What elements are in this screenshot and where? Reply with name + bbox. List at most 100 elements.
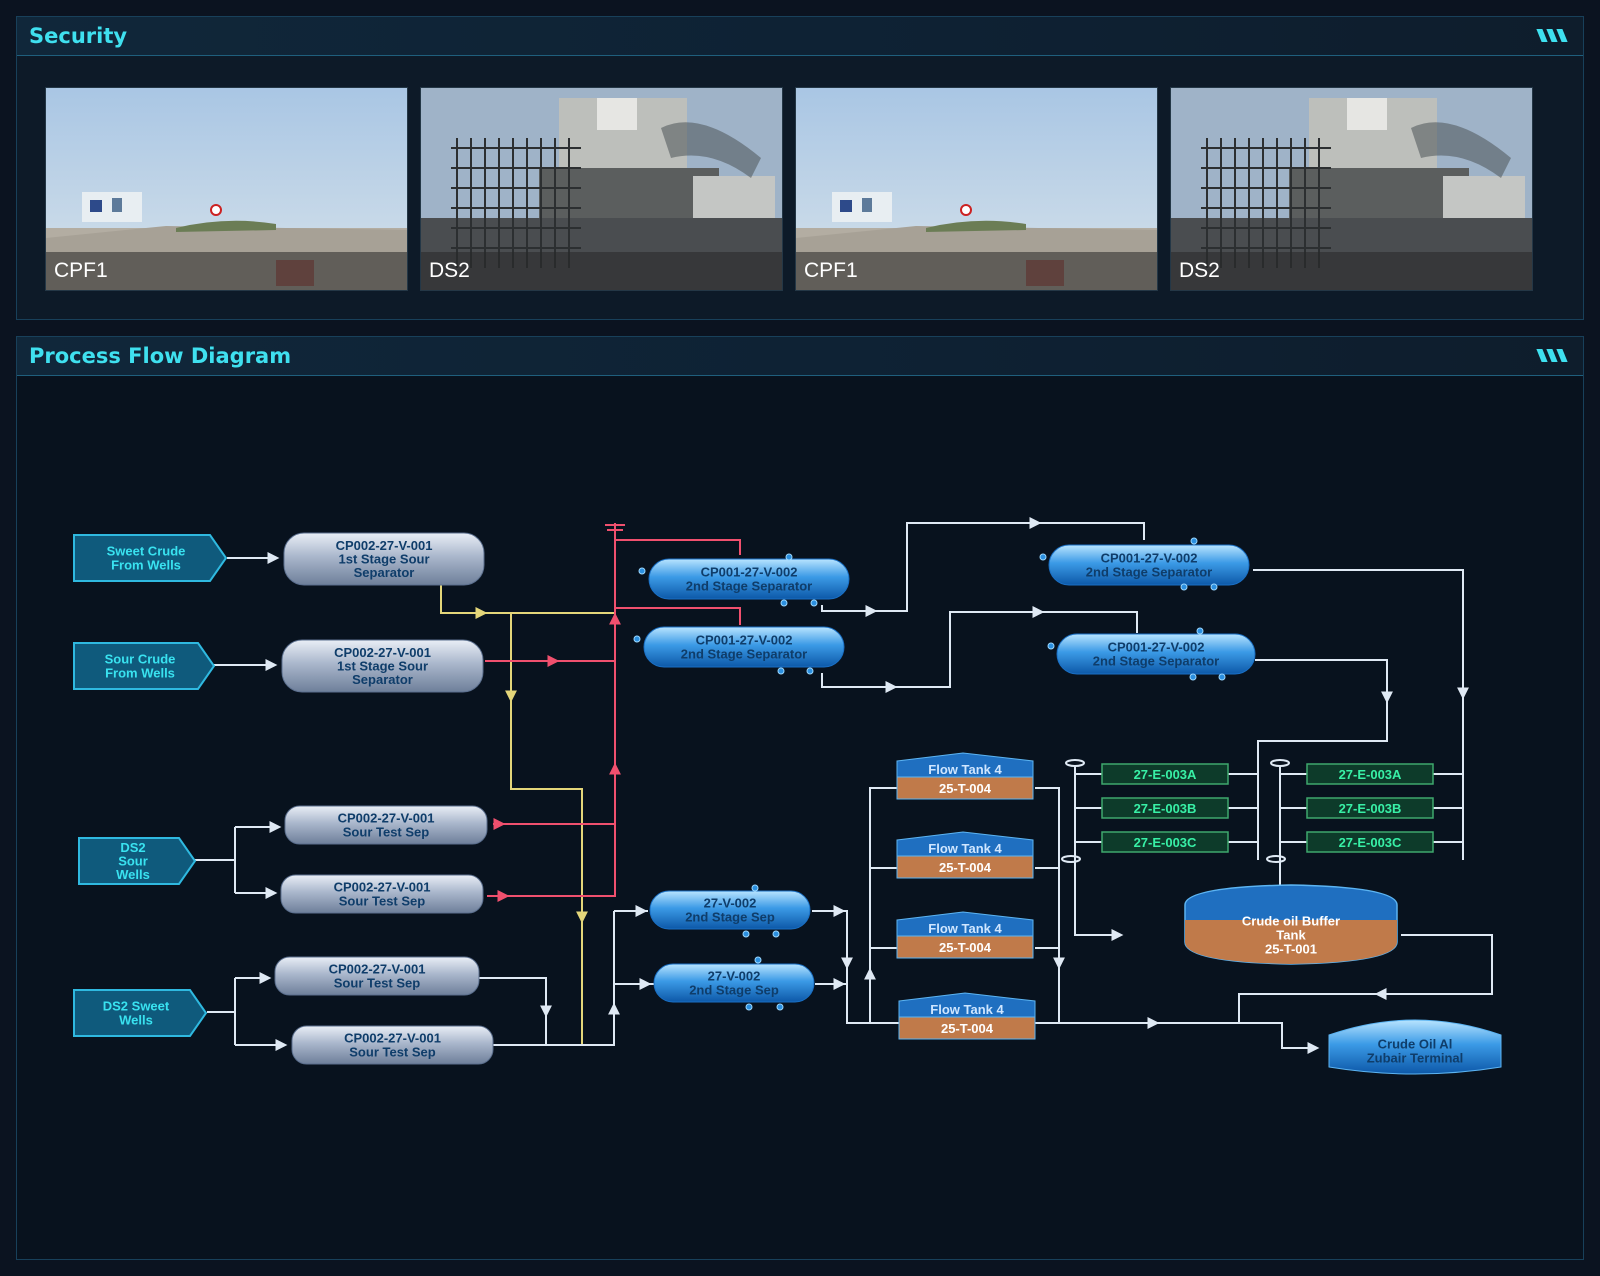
pipe-line xyxy=(1255,659,1388,860)
sour-test-sep-3-label: Sour Test Sep xyxy=(334,975,421,990)
panel-menu-icon[interactable] xyxy=(1536,349,1569,363)
source-ds2-sweet[interactable] xyxy=(73,989,208,1037)
source-ds2-sour-label: DS2 xyxy=(120,840,145,855)
security-panel-header: Security xyxy=(17,17,1583,56)
sour-test-sep-2[interactable] xyxy=(280,874,484,914)
second-stage-separator-1[interactable] xyxy=(648,558,850,600)
source-ds2-sour-label: Sour xyxy=(118,854,148,869)
second-stage-separator-4-label: CP001-27-V-002 xyxy=(1108,640,1205,655)
nozzle xyxy=(777,667,785,675)
camera-label: DS2 xyxy=(1179,259,1220,282)
sweet-crude-pipe xyxy=(440,585,614,614)
second-stage-separator-2[interactable] xyxy=(643,626,845,668)
source-ds2-sweet-label: DS2 Sweet xyxy=(103,999,170,1014)
nozzle xyxy=(1039,553,1047,561)
sour-test-sep-2-label: CP002-27-V-001 xyxy=(334,880,431,895)
sour-test-sep-1[interactable] xyxy=(284,805,488,845)
camera-feed-4[interactable]: DS2 xyxy=(1170,87,1533,291)
crude-oil-terminal[interactable] xyxy=(1328,1019,1502,1075)
process-panel-title: Process Flow Diagram xyxy=(29,344,292,368)
flow-tank-4-label: Flow Tank 4 xyxy=(930,1002,1004,1017)
camera-feed-3[interactable]: CPF1 xyxy=(795,87,1158,291)
pipe-line xyxy=(613,911,654,985)
exchanger-right-3[interactable] xyxy=(1306,831,1434,853)
source-sour-crude-label: Sour Crude xyxy=(105,652,176,667)
pipe-line xyxy=(1059,1022,1317,1049)
second-stage-sep-v002-1-label: 27-V-002 xyxy=(704,896,757,911)
first-stage-separator-2-label: 1st Stage Sour xyxy=(337,659,428,674)
exchanger-right-2[interactable] xyxy=(1306,797,1434,819)
source-sweet-crude[interactable] xyxy=(73,534,228,582)
camera-label-bar: DS2 xyxy=(1171,252,1532,290)
second-stage-separator-2-label: 2nd Stage Separator xyxy=(681,646,807,661)
source-sour-crude-label: From Wells xyxy=(105,665,175,680)
exchanger-left-3[interactable] xyxy=(1101,831,1229,853)
sour-test-sep-1-label: CP002-27-V-001 xyxy=(338,811,435,826)
pipe-line xyxy=(479,977,547,1045)
exchanger-left-3-label: 27-E-003C xyxy=(1134,835,1197,850)
flow-tank-2-base xyxy=(896,855,1034,879)
nozzle xyxy=(1210,583,1218,591)
first-stage-separator-1-label: CP002-27-V-001 xyxy=(336,538,433,553)
second-stage-separator-1-label: CP001-27-V-002 xyxy=(701,565,798,580)
panel-menu-icon[interactable] xyxy=(1536,29,1569,43)
flow-tank-1-label: Flow Tank 4 xyxy=(928,762,1002,777)
flow-tank-1[interactable] xyxy=(896,752,1034,778)
crude-oil-terminal-label: Crude Oil Al xyxy=(1378,1037,1453,1052)
camera-label-bar: DS2 xyxy=(421,252,782,290)
first-stage-separator-1-label: Separator xyxy=(354,565,415,580)
source-ds2-sour[interactable] xyxy=(78,837,197,885)
flow-tank-4-base xyxy=(898,1016,1036,1040)
flow-tank-3-label: Flow Tank 4 xyxy=(928,921,1002,936)
sour-test-sep-2-label: Sour Test Sep xyxy=(339,893,426,908)
second-stage-sep-v002-2[interactable] xyxy=(653,963,815,1003)
flow-tank-3[interactable] xyxy=(896,911,1034,937)
nozzle xyxy=(1190,537,1198,545)
nozzle xyxy=(1180,583,1188,591)
second-stage-separator-3-label: CP001-27-V-002 xyxy=(1101,551,1198,566)
flow-tank-4-label: 25-T-004 xyxy=(941,1021,994,1036)
nozzle xyxy=(785,553,793,561)
exchanger-head xyxy=(1061,855,1081,863)
sour-test-sep-3-label: CP002-27-V-001 xyxy=(329,962,426,977)
exchanger-left-1-label: 27-E-003A xyxy=(1134,767,1197,782)
camera-feed-2[interactable]: DS2 xyxy=(420,87,783,291)
source-sour-crude[interactable] xyxy=(73,642,216,690)
exchanger-left-1[interactable] xyxy=(1101,763,1229,785)
pipe-line xyxy=(1238,934,1493,1023)
flow-tank-1-base xyxy=(896,776,1034,800)
nozzle xyxy=(633,635,641,643)
flow-tank-3-label: 25-T-004 xyxy=(939,940,992,955)
first-stage-separator-1[interactable] xyxy=(283,532,485,586)
second-stage-separator-4-label: 2nd Stage Separator xyxy=(1093,653,1219,668)
pipe-line xyxy=(1253,569,1464,860)
nozzle xyxy=(810,599,818,607)
second-stage-separator-4[interactable] xyxy=(1056,633,1256,675)
nozzle xyxy=(1196,627,1204,635)
exchanger-right-1[interactable] xyxy=(1306,763,1434,785)
exchanger-left-2[interactable] xyxy=(1101,797,1229,819)
exchanger-right-1-label: 27-E-003A xyxy=(1339,767,1402,782)
nozzle xyxy=(1189,673,1197,681)
camera-feed-1[interactable]: CPF1 xyxy=(45,87,408,291)
exchanger-right-3-label: 27-E-003C xyxy=(1339,835,1402,850)
nozzle xyxy=(751,884,759,892)
pipe-line xyxy=(869,787,899,1023)
second-stage-separator-3[interactable] xyxy=(1048,544,1250,586)
source-ds2-sour-label: Wells xyxy=(116,867,150,882)
flow-tank-2[interactable] xyxy=(896,831,1034,857)
pipe-line xyxy=(821,611,1138,688)
flow-tank-4[interactable] xyxy=(898,992,1036,1018)
source-ds2-sweet-label: Wells xyxy=(119,1012,153,1027)
sour-test-sep-4[interactable] xyxy=(291,1025,494,1065)
first-stage-separator-1-label: 1st Stage Sour xyxy=(338,552,429,567)
sour-crude-pipe xyxy=(615,539,741,555)
first-stage-separator-2-label: CP002-27-V-001 xyxy=(334,645,431,660)
sour-test-sep-3[interactable] xyxy=(274,956,480,996)
second-stage-sep-v002-1[interactable] xyxy=(649,890,811,930)
pipe-line xyxy=(821,522,1145,612)
first-stage-separator-2[interactable] xyxy=(281,639,484,693)
nozzle xyxy=(780,599,788,607)
